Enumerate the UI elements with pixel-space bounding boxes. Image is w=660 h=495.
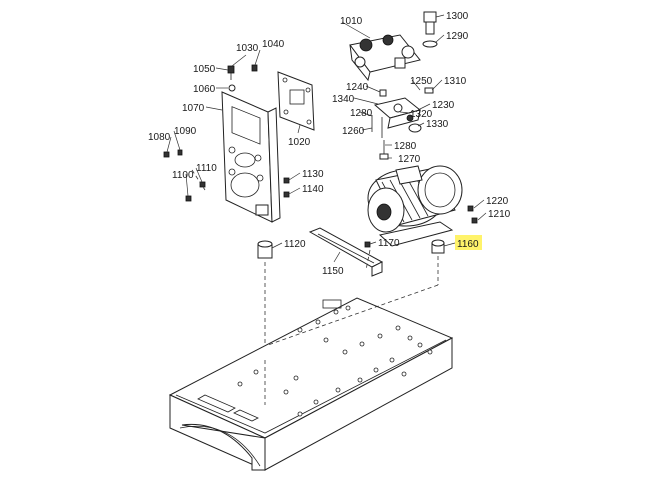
assembly-dash-lines — [191, 169, 439, 405]
o-ring-1290 — [422, 40, 438, 48]
rail-1150 — [308, 227, 384, 277]
part-label-1280-lower: 1280 — [394, 141, 417, 152]
base-frame — [168, 297, 454, 471]
part-label-1090: 1090 — [174, 126, 197, 137]
part-label-1330: 1330 — [426, 119, 449, 130]
side-panel-1070 — [221, 91, 281, 223]
part-labels: 1010 1300 1290 1030 1040 1050 1060 1070 … — [148, 11, 511, 277]
part-label-1230: 1230 — [432, 100, 455, 111]
part-label-1250: 1250 — [410, 76, 433, 87]
part-label-1220: 1220 — [486, 196, 509, 207]
part-label-1030: 1030 — [236, 43, 259, 54]
part-label-1340: 1340 — [332, 94, 355, 105]
part-label-1080: 1080 — [148, 132, 171, 143]
part-label-1110: 1110 — [196, 163, 217, 174]
highlight-marker-1160 — [455, 235, 482, 250]
base-holes — [237, 305, 433, 417]
part-label-1100: 1100 — [172, 170, 194, 181]
bolts-1280-1260 — [371, 115, 389, 160]
part-label-1130: 1130 — [302, 169, 324, 180]
electric-motor — [367, 165, 463, 247]
part-label-1270: 1270 — [398, 154, 421, 165]
part-label-1160: 1160 — [457, 239, 479, 250]
part-label-1240: 1240 — [346, 82, 369, 93]
part-label-1210: 1210 — [488, 209, 511, 220]
part-label-1010: 1010 — [340, 16, 363, 27]
part-label-1310: 1310 — [444, 76, 467, 87]
part-label-1260: 1260 — [342, 126, 365, 137]
part-label-1150: 1150 — [322, 266, 344, 277]
part-label-1140: 1140 — [302, 184, 324, 195]
part-label-1070: 1070 — [182, 103, 205, 114]
part-label-1320: 1320 — [410, 109, 433, 120]
part-label-1290: 1290 — [446, 31, 469, 42]
part-label-1060: 1060 — [193, 84, 216, 95]
rubber-foot-1120 — [257, 240, 273, 259]
mounting-plate-1020 — [277, 71, 315, 131]
part-label-1300: 1300 — [446, 11, 469, 22]
pedestal-1160 — [431, 239, 445, 254]
part-label-1020: 1020 — [288, 137, 311, 148]
part-label-1050: 1050 — [193, 64, 216, 75]
part-label-1040: 1040 — [262, 39, 285, 50]
part-label-1280-upper: 1280 — [350, 108, 373, 119]
part-label-1120: 1120 — [284, 239, 306, 250]
pump-head — [349, 34, 421, 82]
part-label-1170: 1170 — [378, 238, 400, 249]
screws-left — [163, 64, 478, 248]
leader-lines — [166, 14, 487, 263]
fitting-1300 — [423, 11, 437, 35]
